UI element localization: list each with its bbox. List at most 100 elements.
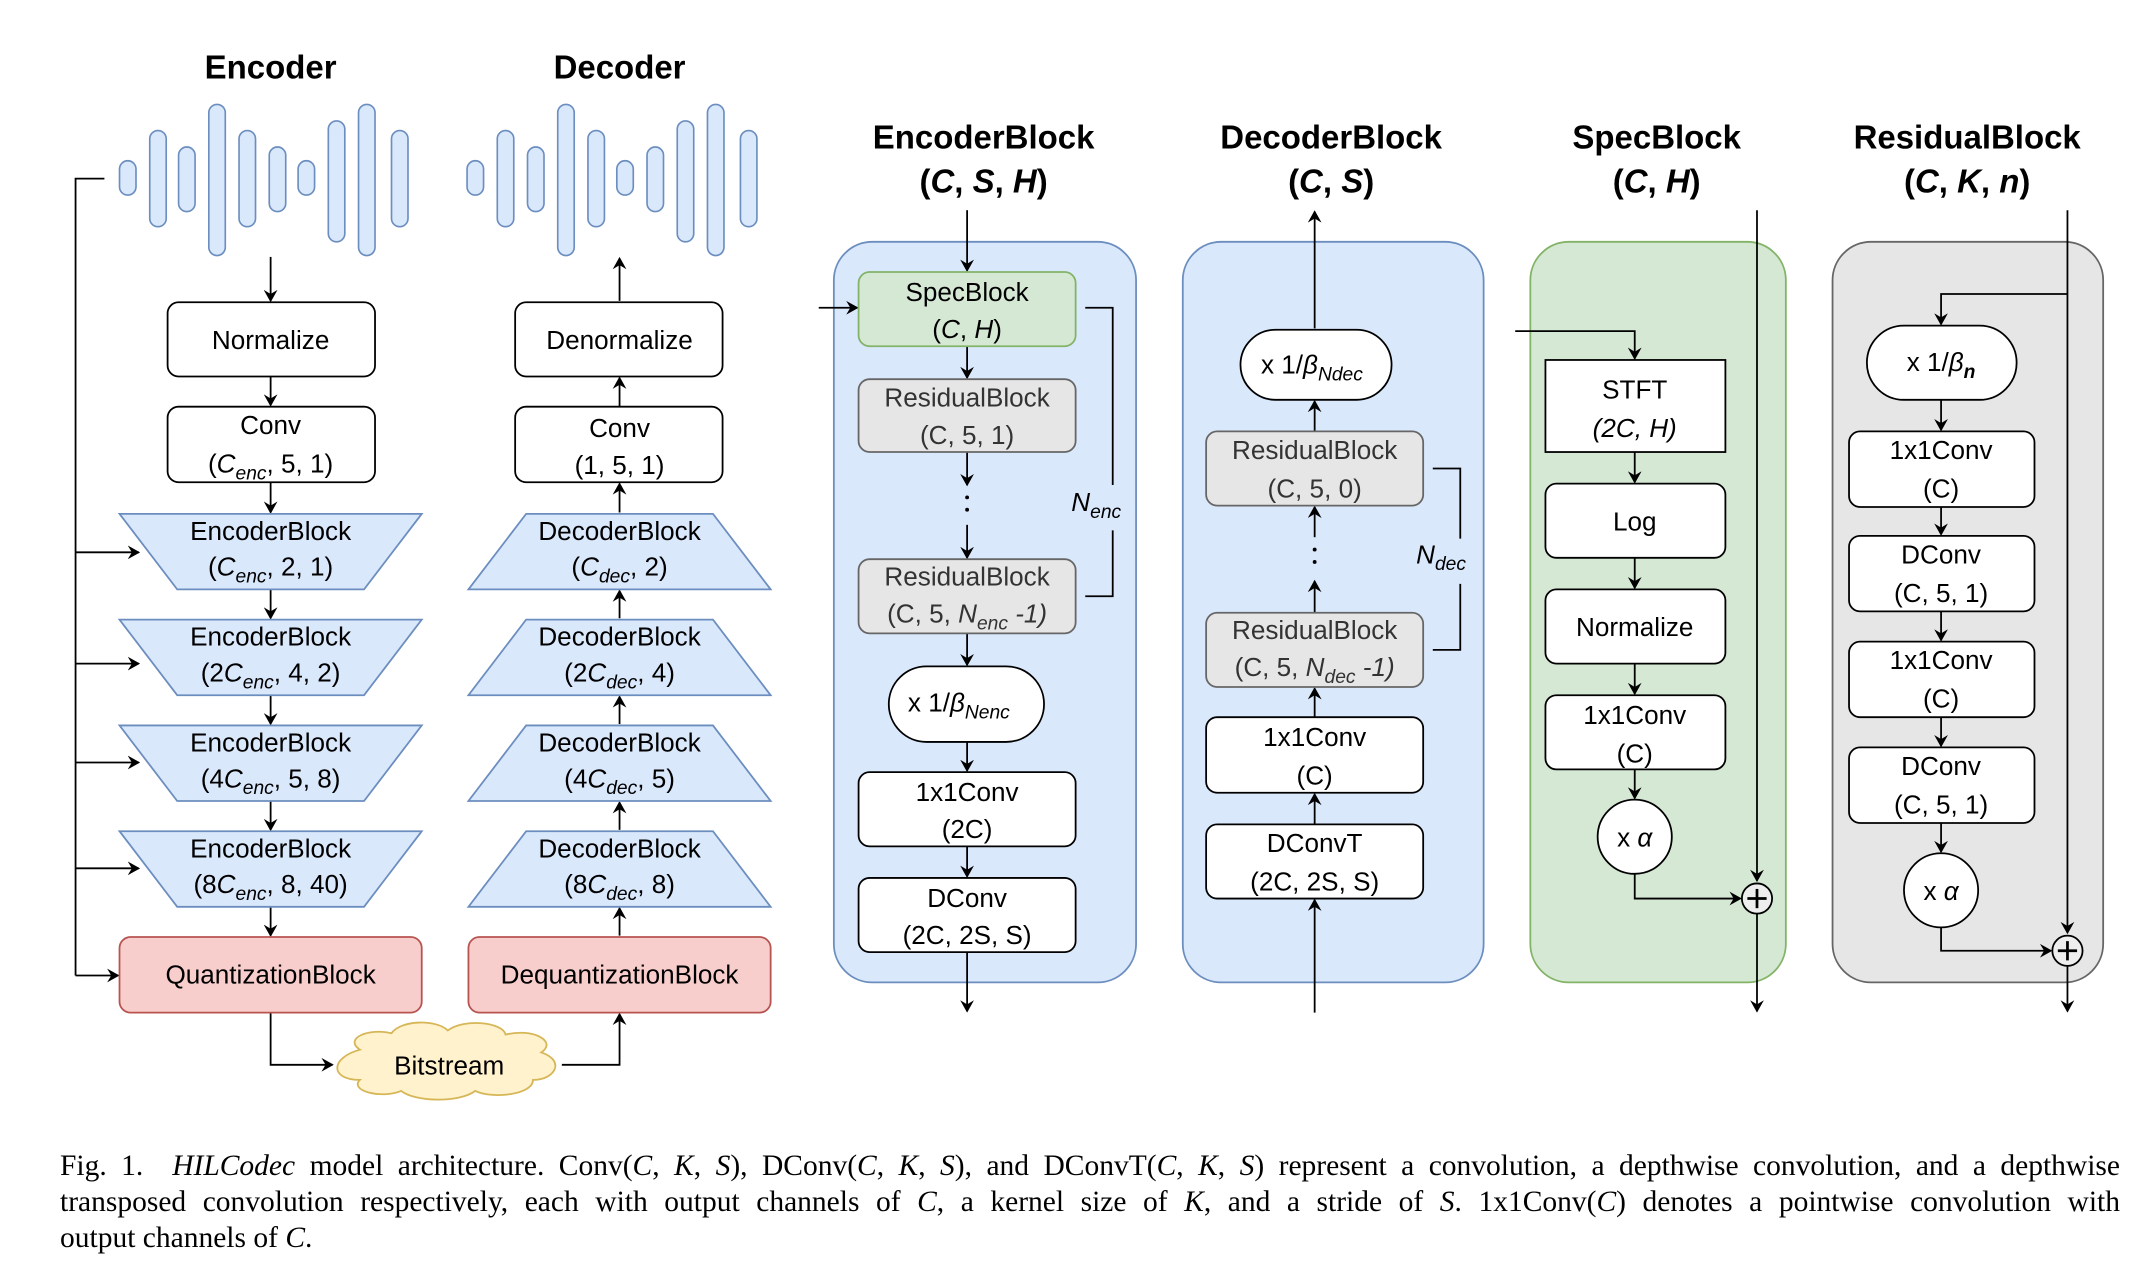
waveform-bar xyxy=(526,146,545,213)
alpha-scale-label: x α xyxy=(1617,822,1653,852)
caption-line: output channels of C. xyxy=(60,1222,313,1254)
residual-layer-name: 1x1Conv xyxy=(1890,435,1993,465)
caption-line: transposed convolution respectively, eac… xyxy=(60,1186,2121,1218)
waveform-bar xyxy=(118,159,137,196)
stft-args: (2C, H) xyxy=(1593,413,1677,443)
conv1x1-box xyxy=(1205,716,1425,794)
waveform-bar xyxy=(177,146,196,213)
denormalize-label: Denormalize xyxy=(546,325,692,355)
dconv-args: (2C, 2S, S) xyxy=(903,920,1032,950)
decoder-block-args: (Cdec, 2) xyxy=(571,552,667,588)
residual-layer-box xyxy=(1848,640,2036,719)
waveform-bar xyxy=(238,129,257,228)
dconvt-args: (2C, 2S, S) xyxy=(1250,866,1379,896)
waveform-bar xyxy=(327,120,346,243)
conv1x1-box xyxy=(1544,694,1727,771)
waveform-bar xyxy=(676,120,695,243)
waveform-bar xyxy=(615,159,635,196)
waveform-bar xyxy=(207,103,227,257)
waveform-bar xyxy=(646,146,665,213)
conv1x1-name: 1x1Conv xyxy=(916,777,1019,807)
waveform-bar xyxy=(739,129,758,228)
encoder-block-shape xyxy=(117,618,424,697)
sum-node-icon xyxy=(1740,882,1773,915)
dconvt-name: DConvT xyxy=(1267,828,1363,858)
decoder-block-shape xyxy=(466,618,773,697)
figure-caption: Fig. 1. HILCodec model architecture. Con… xyxy=(60,1148,2120,1256)
residual-layer-args: (C) xyxy=(1923,684,1959,714)
decoder-block-shape xyxy=(466,512,773,591)
bitstream-label: Bitstream xyxy=(394,1050,504,1080)
encoder-block-name: EncoderBlock xyxy=(190,516,352,546)
waveform-output-icon xyxy=(466,103,758,257)
normalize-label: Normalize xyxy=(212,325,329,355)
conv1x1-args: (C) xyxy=(1617,739,1653,769)
conv1x1-box xyxy=(857,771,1077,848)
quantization-block xyxy=(118,936,423,1014)
waveform-bar xyxy=(466,159,485,196)
beta-scale-pill xyxy=(887,665,1045,743)
ellipsis-dots xyxy=(1312,547,1317,564)
residual-block-first xyxy=(857,378,1077,453)
decoder-block-params: (C, S) xyxy=(1288,162,1374,199)
encoder-block-name: EncoderBlock xyxy=(190,833,352,863)
normalize-label: Normalize xyxy=(1576,612,1693,642)
encoder-column xyxy=(74,177,334,1072)
decoder-block-name: DecoderBlock xyxy=(538,728,701,758)
residual-block-name: ResidualBlock xyxy=(884,383,1050,413)
residual-layer-box xyxy=(1848,746,2036,824)
waveform-bar xyxy=(496,129,515,228)
ellipsis-dots xyxy=(965,495,970,512)
dequantization-label: DequantizationBlock xyxy=(501,960,740,990)
flow-arrow xyxy=(269,1012,334,1072)
residual-layer-box xyxy=(1848,430,2036,508)
decoder-block-args: (2Cdec, 4) xyxy=(564,657,675,693)
flow-arrow xyxy=(1633,873,1742,906)
residual-block-name: ResidualBlock xyxy=(1232,615,1398,645)
stft-box xyxy=(1544,359,1727,453)
spec-block-arrows xyxy=(1515,210,1764,1013)
decoder-block-name: DecoderBlock xyxy=(538,622,701,652)
sum-node-icon xyxy=(2051,934,2084,967)
denormalize-box xyxy=(514,301,724,378)
encoder-block-params: (C, S, H) xyxy=(919,162,1047,199)
residual-block-arrows xyxy=(1934,210,2075,1013)
flow-arrow xyxy=(1934,293,2068,326)
beta-scale-label: x 1/βNenc xyxy=(908,688,1010,724)
residual-block-name: ResidualBlock xyxy=(884,561,1050,591)
residual-block-last xyxy=(1205,611,1425,688)
decoder-block-arrows xyxy=(1307,210,1462,1013)
decoder-block-args: (8Cdec, 8) xyxy=(564,869,675,905)
waveform-bar xyxy=(357,103,376,257)
residual-layer-args: (C, 5, 1) xyxy=(1894,578,1988,608)
encoder-conv-box xyxy=(166,405,376,484)
decoder-block-args: (4Cdec, 5) xyxy=(564,763,675,799)
quantization-label: QuantizationBlock xyxy=(165,960,376,990)
waveform-bar xyxy=(390,129,409,228)
flow-arrow xyxy=(561,1012,627,1066)
residual-layer-name: DConv xyxy=(1901,751,1981,781)
decoder-block-title: DecoderBlock xyxy=(1220,118,1442,155)
residual-block-args: (C, 5, Ndec -1) xyxy=(1235,652,1395,688)
skip-line xyxy=(74,177,105,976)
specblock-name: SpecBlock xyxy=(905,277,1029,307)
residual-block-args: (C, 5, Nenc -1) xyxy=(887,598,1047,634)
n-dec-label: Ndec xyxy=(1416,539,1466,575)
caption-line: Fig. 1. HILCodec model architecture. Con… xyxy=(60,1150,2121,1182)
decoder-conv-name: Conv xyxy=(589,413,650,443)
dconv-name: DConv xyxy=(927,883,1007,913)
encoder-block-name: EncoderBlock xyxy=(190,622,352,652)
residual-block-params: (C, K, n) xyxy=(1904,162,2030,199)
encoder-block-title: EncoderBlock xyxy=(873,118,1095,155)
residual-block-args: (C, 5, 1) xyxy=(920,420,1014,450)
decoder-block-name: DecoderBlock xyxy=(538,516,701,546)
conv1x1-args: (2C) xyxy=(942,814,993,844)
waveform-bar xyxy=(556,103,576,257)
dconv-box xyxy=(857,877,1077,954)
encoder-block-name: EncoderBlock xyxy=(190,728,352,758)
decoder-block-shape xyxy=(466,830,773,908)
encoder-block-args: (Cenc, 2, 1) xyxy=(208,552,333,588)
waveform-input-icon xyxy=(118,103,409,257)
specblock-box xyxy=(857,271,1077,348)
stft-name: STFT xyxy=(1602,374,1667,404)
